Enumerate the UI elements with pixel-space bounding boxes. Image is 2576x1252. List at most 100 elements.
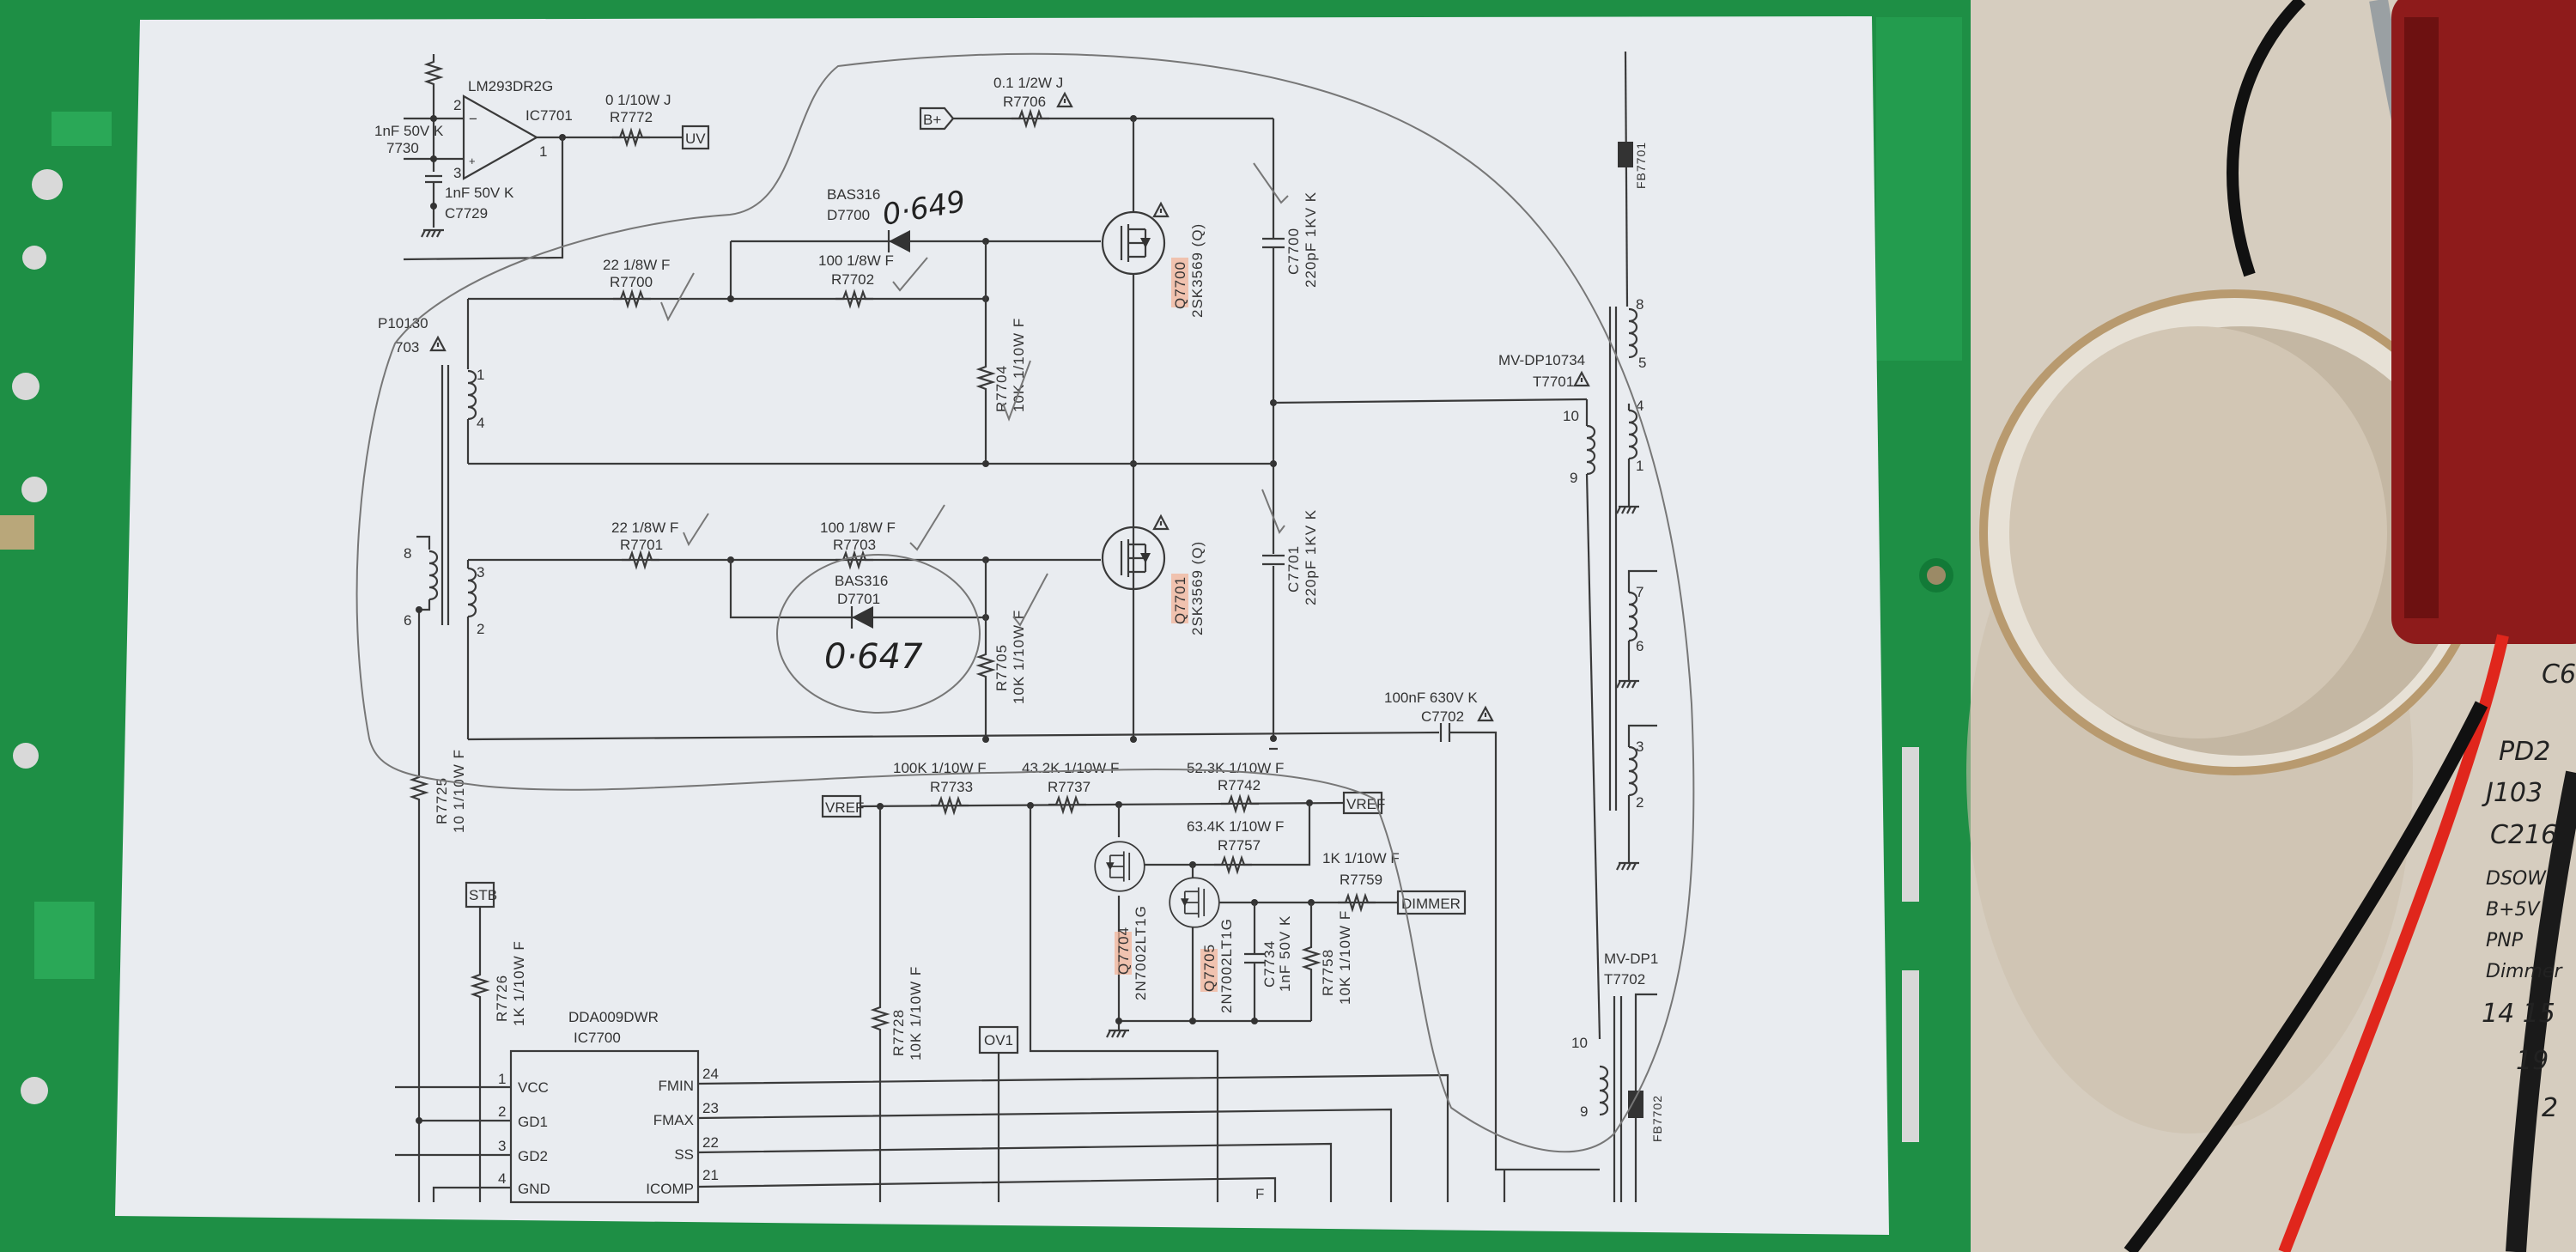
schematic-mark bbox=[22, 246, 46, 270]
schematic-r7706-ref-label: R7706 bbox=[1003, 94, 1046, 110]
schematic-q7704-ref-label: Q7704 bbox=[1115, 927, 1132, 975]
pencil-annotations: 0·649 0·647 bbox=[355, 52, 1695, 1153]
schematic-mark bbox=[1627, 569, 1657, 593]
schematic-r7737-ref-label: R7737 bbox=[1048, 779, 1091, 795]
schematic-paper bbox=[115, 16, 1889, 1235]
schematic-mark bbox=[52, 112, 112, 146]
schematic-mark bbox=[2404, 17, 2439, 618]
schematic-vref_right-label: VREF bbox=[1346, 796, 1385, 812]
schematic-t7702-ref-label: T7702 bbox=[1604, 971, 1645, 988]
schematic-t7703-pins-5-label: 2 bbox=[477, 621, 484, 637]
note-pd2: PD2 bbox=[2499, 737, 2550, 767]
schematic-ic7700-right_pins-0-name-label: FMIN bbox=[658, 1078, 694, 1094]
note-c216: C216 bbox=[2490, 820, 2557, 850]
schematic-mark bbox=[2009, 326, 2387, 738]
schematic-r7772-value-label: 0 1/10W J bbox=[605, 92, 671, 108]
schematic-mark bbox=[1200, 949, 1218, 992]
schematic-mark bbox=[1902, 970, 1919, 1142]
schematic-t7702-pins-0-label: 10 bbox=[1571, 1035, 1588, 1051]
ic7701-part: LM293DR2G bbox=[468, 78, 553, 94]
schematic-mark bbox=[1144, 803, 1311, 866]
schematic-ic7700-left_pins-1-num-label: 2 bbox=[498, 1103, 506, 1120]
schematic-mark bbox=[1270, 735, 1277, 742]
fb7702-bead bbox=[1628, 1091, 1643, 1118]
schematic-mark bbox=[430, 203, 437, 210]
schematic-d7701-part-label: BAS316 bbox=[835, 573, 888, 589]
schematic-r7725-ref-label: R7725 bbox=[434, 777, 450, 824]
schematic-r7737-value-label: 43.2K 1/10W F bbox=[1022, 760, 1119, 776]
schematic-mark bbox=[1927, 566, 1946, 585]
schematic-r7726-value-label: 1K 1/10W F bbox=[511, 940, 527, 1026]
schematic-r7704-value-label: 10K 1/10W F bbox=[1011, 318, 1027, 412]
schematic-ic7700-right_pins-0-num-label: 24 bbox=[702, 1066, 719, 1082]
schematic-c7734-value-label: 1nF 50V K bbox=[1277, 915, 1293, 992]
schematic-mark bbox=[982, 460, 989, 467]
schematic-c7700-ref-label: C7700 bbox=[1285, 228, 1302, 275]
dimmer-port bbox=[1396, 890, 1467, 915]
schematic-mark bbox=[1273, 398, 1588, 404]
pcb-components-right bbox=[1876, 17, 1962, 1142]
ic7700-section: R7725 10 1/10W F STB R7726 1K 1/10W F R7… bbox=[395, 749, 1506, 1204]
schematic-mark bbox=[982, 736, 989, 743]
schematic-c7702-value-label: 100nF 630V K bbox=[1384, 690, 1478, 706]
schematic-mark bbox=[1251, 1018, 1258, 1024]
note-pnp: PNP bbox=[2486, 930, 2524, 951]
schematic-t7703-pins-4-label: 3 bbox=[477, 564, 484, 580]
ic7700-chip bbox=[509, 1049, 700, 1204]
schematic-t7701-pins-9-label: 2 bbox=[1636, 794, 1643, 811]
schematic-mark bbox=[1585, 473, 1601, 1040]
t7702-transformer: MV-DP1 T7702 10 9 FB7702 bbox=[1571, 951, 1664, 1202]
note-j103: J103 bbox=[2482, 778, 2543, 808]
schematic-c7729-ref-label: C7729 bbox=[445, 205, 488, 222]
check-r7700 bbox=[660, 272, 695, 322]
schematic-r7700-value-label: 22 1/8W F bbox=[603, 257, 670, 273]
schematic-t7703-pins-0-label: 1 bbox=[477, 367, 484, 383]
schematic-mark bbox=[860, 801, 1345, 808]
schematic-r7733-value-label: 100K 1/10W F bbox=[893, 760, 987, 776]
schematic-ic7700-part-label: DDA009DWR bbox=[568, 1009, 659, 1025]
schematic-c7701-ref-label: C7701 bbox=[1285, 545, 1302, 593]
schematic-t7701-pins-5-label: 1 bbox=[1636, 458, 1643, 474]
schematic-q7705-ref-label: Q7705 bbox=[1201, 944, 1218, 992]
schematic-ic7701-pin_out-label: 1 bbox=[539, 143, 547, 160]
schematic-ic7701-minus-label: − bbox=[469, 111, 477, 127]
schematic-mark bbox=[416, 535, 431, 550]
schematic-mark bbox=[2506, 770, 2576, 1252]
schematic-stb-label: STB bbox=[469, 887, 497, 903]
vref-right-port bbox=[1342, 791, 1383, 815]
schematic-mark bbox=[1627, 724, 1657, 747]
q7700-stage: B+ 0.1 1/2W J R7706 Q7700 2SK3569 (Q) C7… bbox=[468, 75, 1588, 739]
q7701-stage: 22 1/8W F R7701 100 1/8W F R7703 BAS316 … bbox=[467, 509, 1600, 1171]
schematic-mark bbox=[1029, 805, 1219, 1202]
schematic-c7701-value-label: 220pF 1KV K bbox=[1303, 509, 1319, 605]
schematic-mark bbox=[1624, 51, 1629, 307]
schematic-mark bbox=[683, 513, 709, 547]
schematic-mark bbox=[1189, 1018, 1196, 1024]
schematic-r7758-ref-label: R7758 bbox=[1320, 949, 1336, 996]
schematic-r7772-ref-label: R7772 bbox=[610, 109, 653, 125]
schematic-mark bbox=[430, 115, 437, 122]
schematic-mark bbox=[1634, 993, 1657, 1202]
note-dimmer: Dimmer bbox=[2486, 961, 2563, 982]
schematic-t7702-part-label: MV-DP1 bbox=[1604, 951, 1658, 967]
schematic-t7703-part-label: P10130 bbox=[378, 315, 428, 331]
schematic-q7705-part-label: 2N7002LT1G bbox=[1218, 918, 1235, 1013]
schematic-mark bbox=[462, 94, 539, 180]
tape-roll bbox=[1979, 289, 2489, 775]
pencil-outline bbox=[355, 52, 1695, 1153]
schematic-c7729-value-label: 1nF 50V K bbox=[445, 185, 514, 201]
schematic-r7742-ref-label: R7742 bbox=[1218, 777, 1261, 793]
schematic-mark bbox=[1130, 736, 1137, 743]
schematic-t7703-ref-label: 703 bbox=[395, 339, 419, 356]
schematic-r7703-ref-label: R7703 bbox=[833, 537, 876, 553]
schematic-mark bbox=[697, 1176, 1277, 1202]
schematic-mark bbox=[1171, 258, 1188, 307]
schematic-r7733-ref-label: R7733 bbox=[930, 779, 973, 795]
schematic-uv-label: UV bbox=[685, 131, 706, 147]
schematic-mark bbox=[13, 743, 39, 769]
schematic-r7728-ref-label: R7728 bbox=[890, 1009, 907, 1056]
schematic-t7701-pins-8-label: 3 bbox=[1636, 738, 1643, 755]
schematic-r7701-value-label: 22 1/8W F bbox=[611, 520, 678, 536]
dimmer-network: VREF VREF 100K 1/10W F R7733 43.2K 1/10W… bbox=[821, 760, 1467, 1039]
